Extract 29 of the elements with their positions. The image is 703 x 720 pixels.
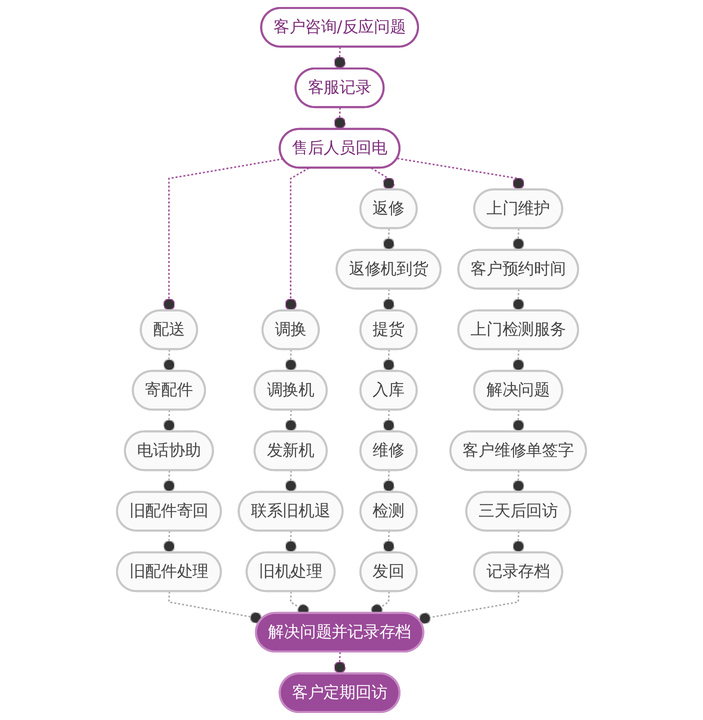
connector (382, 350, 395, 372)
connector (512, 531, 524, 553)
connector (284, 410, 297, 432)
connector (168, 592, 262, 624)
connector (512, 350, 524, 372)
connector (512, 410, 524, 432)
connector (418, 592, 520, 624)
connector (382, 289, 395, 311)
connector (512, 470, 524, 492)
connector (163, 158, 284, 311)
connector (163, 350, 176, 372)
connector (284, 167, 310, 311)
connector (512, 228, 524, 250)
connector (163, 470, 176, 492)
connector (334, 652, 346, 674)
connector (334, 108, 346, 130)
connector (397, 158, 524, 190)
connector (334, 47, 346, 69)
connector (371, 167, 395, 190)
connector (512, 289, 524, 311)
connector (382, 531, 395, 553)
connector (284, 470, 297, 492)
connector (284, 531, 297, 553)
connector (382, 228, 395, 250)
connector (284, 350, 297, 372)
connector (163, 410, 176, 432)
connector (163, 531, 176, 553)
connector (382, 410, 395, 432)
connector (382, 470, 395, 492)
